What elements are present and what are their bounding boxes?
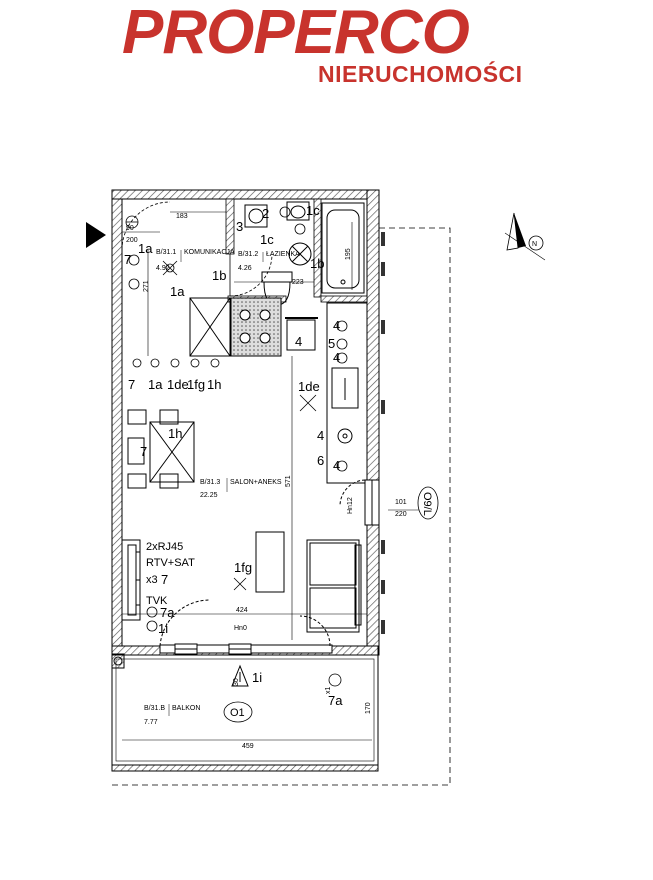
label-row-1a: 1a	[148, 377, 163, 392]
brand-name: PROPERCO	[122, 0, 470, 67]
bathtub	[321, 202, 365, 294]
dim-571: 571	[285, 475, 292, 487]
room-area-lazienka: 4.26	[238, 265, 252, 272]
label-7a-b: 7a	[328, 693, 343, 708]
label-4-e: 4	[333, 458, 340, 473]
label-1b-a: 1b	[310, 256, 324, 271]
electrical-symbols	[128, 206, 348, 687]
label-7-table: 7	[140, 444, 147, 459]
window-marker-label: O9/L	[421, 492, 433, 516]
tv-cabinet	[121, 539, 141, 621]
outline-dashed	[112, 227, 451, 786]
kitchen-counter	[189, 297, 368, 484]
dim-30: 30	[233, 678, 240, 686]
label-4-b: 4	[295, 334, 302, 349]
dim-195: 195	[345, 248, 352, 260]
dim-170: 170	[365, 702, 372, 714]
north-arrow-icon: N	[504, 212, 546, 261]
label-1fg: 1fg	[234, 560, 252, 575]
dim-x1: x1	[325, 687, 332, 695]
brand-tagline: NIERUCHOMOŚCI	[318, 61, 523, 87]
fixture-labels: 1a 1a 7 3 2 1c 1c 1b 1b 7 1a 1de 1fg 1h …	[124, 203, 343, 708]
label-row-1h: 1h	[207, 377, 221, 392]
dim-200: 200	[126, 237, 138, 244]
label-tv-rj45: 2xRJ45	[146, 541, 183, 553]
label-tv-sat: RTV+SAT	[146, 557, 195, 569]
dim-223: 223	[292, 279, 304, 286]
dim-271: 271	[143, 280, 150, 292]
dim-459: 459	[242, 743, 254, 750]
north-label: N	[532, 241, 537, 248]
label-1h: 1h	[168, 426, 182, 441]
room-area-komunikacja: 4.92	[156, 265, 170, 272]
label-1de: 1de	[298, 379, 320, 394]
room-code-lazienka: B/31.2	[238, 251, 258, 258]
room-name-lazienka: ŁAZIENKA	[266, 251, 300, 258]
dim-183: 183	[176, 213, 188, 220]
label-1c-b: 1c	[260, 232, 274, 247]
room-name-balkon: BALKON	[172, 705, 200, 712]
label-1c-a: 1c	[306, 203, 320, 218]
boiler	[244, 204, 268, 228]
label-1i-b: 1i	[252, 670, 262, 685]
brand-logo: PROPERCO NIERUCHOMOŚCI	[0, 0, 653, 110]
dim-220: 220	[395, 511, 407, 518]
entrance-door	[121, 201, 171, 251]
label-4-a: 4	[333, 318, 340, 333]
label-7-top: 7	[124, 252, 131, 267]
side-window	[339, 479, 380, 526]
label-1i-a: 1i	[158, 621, 168, 636]
dimension-lines	[122, 211, 428, 762]
dimension-labels: 183 90 200 271 223 195 571 424 Hn0 459 1…	[126, 213, 407, 750]
label-3: 3	[236, 219, 243, 234]
label-row-7: 7	[128, 377, 135, 392]
dim-90: 90	[126, 225, 134, 232]
washing-machine	[288, 242, 312, 266]
dim-hn12: Hn12	[347, 497, 354, 514]
washbasin	[286, 201, 310, 221]
balcony-window	[159, 599, 333, 655]
right-wall-markers	[381, 232, 385, 634]
label-tv-x3: x3	[146, 574, 158, 586]
dim-101: 101	[395, 499, 407, 506]
label-row-1fg: 1fg	[187, 377, 205, 392]
label-1b-b: 1b	[212, 268, 226, 283]
entrance-arrow-icon	[86, 222, 106, 248]
label-1a-top: 1a	[138, 241, 153, 256]
label-row-1de: 1de	[167, 377, 189, 392]
label-tv-7: 7	[161, 572, 168, 587]
label-4-d: 4	[317, 428, 324, 443]
room-code-balkon: B/31.B	[144, 705, 165, 712]
label-tv-tvk: TVK	[146, 595, 168, 607]
label-1a-mid: 1a	[170, 284, 185, 299]
coffee-table	[255, 531, 285, 593]
outlet-triangle-icon	[231, 664, 249, 687]
balcony-marker: O1	[223, 701, 253, 723]
room-code-salon: B/31.3	[200, 479, 220, 486]
room-area-salon: 22.25	[200, 492, 218, 499]
label-7a-a: 7a	[160, 605, 175, 620]
bathroom-door	[229, 253, 273, 297]
room-code-komunikacja: B/31.1	[156, 249, 176, 256]
dim-424: 424	[236, 607, 248, 614]
label-5: 5	[328, 336, 335, 351]
room-name-salon: SALON+ANEKS	[230, 479, 282, 486]
label-4-c: 4	[333, 350, 340, 365]
room-name-komunikacja: KOMUNIKACJA	[184, 249, 235, 256]
window-marker: O9/L	[417, 486, 439, 520]
sofa	[306, 539, 362, 633]
balcony-marker-label: O1	[230, 707, 245, 719]
ventilation-shaft	[285, 317, 318, 351]
dining-table	[127, 409, 195, 489]
label-2: 2	[262, 206, 269, 221]
room-area-balkon: 7.77	[144, 719, 158, 726]
room-labels: B/31.1 KOMUNIKACJA 4.92 B/31.2 ŁAZIENKA …	[144, 249, 300, 726]
label-6: 6	[317, 453, 324, 468]
dim-hn0: Hn0	[234, 625, 247, 632]
